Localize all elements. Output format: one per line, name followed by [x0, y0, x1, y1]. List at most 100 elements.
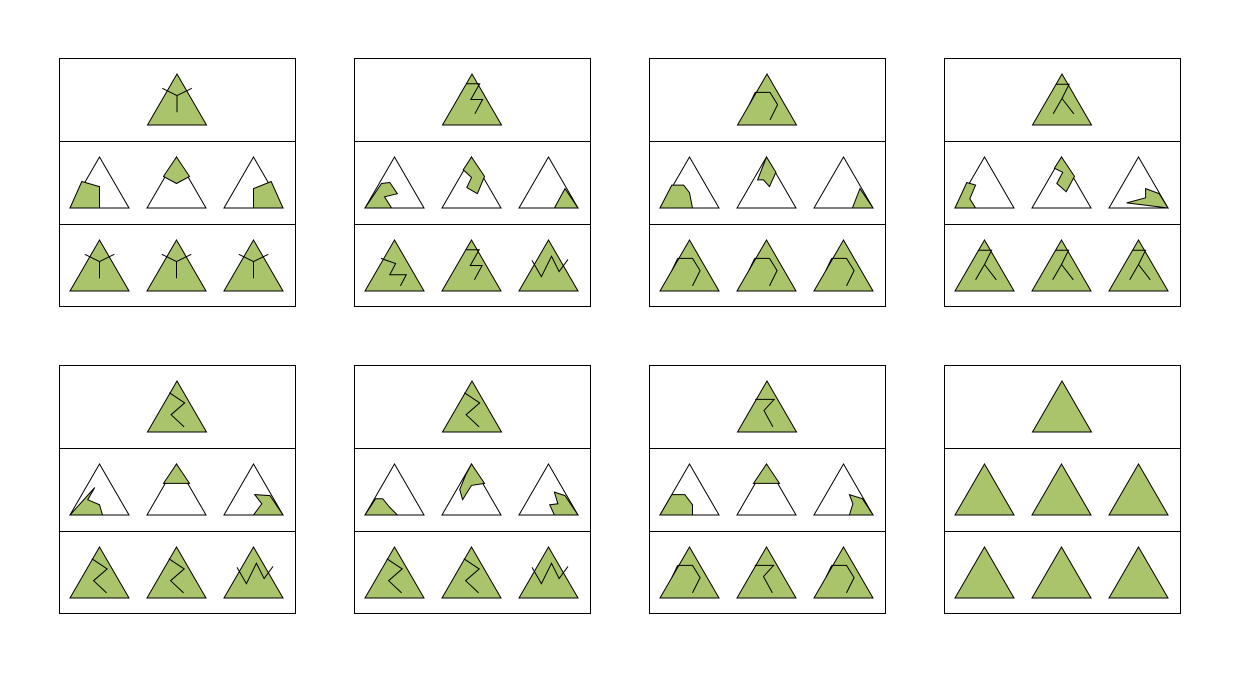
cut-line	[253, 253, 269, 263]
reference-triangle	[736, 380, 798, 433]
cut-line	[162, 87, 178, 97]
puzzle-panel	[354, 365, 591, 614]
puzzle-panel	[59, 58, 296, 307]
reference-triangle	[441, 380, 503, 433]
triangle-outline	[1108, 463, 1169, 516]
option-triangle	[146, 546, 207, 599]
piece-triangle	[736, 155, 797, 209]
cut-line	[748, 258, 756, 271]
triangle-outline	[441, 463, 502, 516]
option-triangle	[441, 546, 502, 599]
cut-line	[1052, 98, 1063, 115]
piece-triangle	[518, 156, 579, 209]
cut-line	[169, 392, 186, 428]
highlighted-piece	[1126, 187, 1169, 209]
highlighted-piece	[756, 155, 777, 188]
option-triangle	[69, 546, 130, 599]
puzzle-panel	[354, 58, 591, 307]
piece-triangle	[1031, 463, 1092, 516]
cut-line	[91, 558, 109, 594]
piece-triangle	[146, 156, 207, 209]
cut-line	[386, 558, 404, 594]
option-triangle	[1108, 239, 1169, 292]
cut-line	[755, 398, 776, 428]
option-triangle	[223, 239, 284, 292]
highlighted-piece	[954, 181, 977, 209]
piece-triangle	[364, 156, 425, 209]
puzzle-panel	[59, 365, 296, 614]
highlighted-piece	[848, 493, 874, 516]
option-triangle	[813, 546, 874, 599]
highlighted-piece	[364, 498, 399, 516]
cut-line	[531, 255, 569, 278]
cut-line	[238, 253, 254, 263]
cut-line	[978, 249, 993, 265]
puzzle-panel	[944, 58, 1181, 307]
cut-line	[825, 565, 833, 578]
cut-line	[1132, 249, 1147, 265]
reference-triangle	[1031, 380, 1093, 433]
cut-line	[464, 392, 481, 428]
triangle-shape	[736, 380, 798, 433]
triangle-shape	[736, 546, 797, 599]
piece-triangle	[736, 463, 797, 516]
triangle-outline	[1031, 463, 1092, 516]
piece-triangle	[223, 156, 284, 209]
cut-line	[1052, 264, 1062, 281]
highlighted-piece	[162, 463, 191, 484]
piece-triangle	[1031, 156, 1092, 209]
option-triangle	[1031, 546, 1092, 599]
cut-line	[1056, 83, 1070, 99]
piece-triangle	[441, 156, 502, 209]
cut-line	[831, 257, 855, 287]
option-triangle	[441, 239, 502, 292]
cut-line	[466, 83, 484, 115]
triangle-shape	[954, 546, 1015, 599]
option-triangle	[659, 239, 720, 292]
cut-line	[84, 253, 100, 263]
option-triangle	[954, 239, 1015, 292]
cut-line	[465, 249, 483, 281]
cut-line	[380, 257, 408, 287]
piece-triangle	[223, 463, 284, 516]
option-triangle	[364, 546, 425, 599]
cut-line	[168, 558, 186, 594]
highlighted-piece	[253, 180, 284, 209]
triangle-outline	[736, 463, 797, 516]
triangle-shape	[146, 380, 208, 433]
highlighted-piece	[68, 487, 104, 516]
triangle-shape	[146, 546, 207, 599]
highlighted-piece	[364, 181, 399, 209]
piece-triangle	[954, 156, 1015, 209]
triangle-shape	[954, 239, 1015, 292]
triangle-shape	[69, 546, 130, 599]
piece-triangle	[68, 463, 130, 516]
highlighted-piece	[459, 463, 486, 501]
cut-line	[176, 253, 192, 263]
highlighted-piece	[659, 494, 693, 516]
triangle-outline	[954, 463, 1015, 516]
option-triangle	[223, 546, 284, 599]
triangle-shape	[364, 546, 425, 599]
piece-triangle	[364, 463, 425, 516]
option-triangle	[659, 546, 720, 599]
option-triangle	[813, 239, 874, 292]
cut-line	[236, 562, 274, 585]
reference-triangle	[1031, 73, 1093, 126]
cut-line	[677, 257, 701, 287]
piece-triangle	[518, 463, 579, 516]
option-triangle	[518, 546, 579, 599]
triangle-shape	[441, 380, 503, 433]
cut-line	[1061, 264, 1074, 281]
cut-line	[99, 253, 115, 263]
option-triangle	[364, 239, 425, 292]
piece-triangle	[146, 463, 207, 516]
piece-triangle	[69, 156, 130, 209]
option-triangle	[736, 239, 797, 292]
piece-triangle	[659, 156, 720, 209]
cut-line	[531, 562, 569, 585]
highlighted-piece	[553, 187, 579, 209]
highlighted-piece	[548, 491, 579, 516]
highlighted-piece	[752, 463, 781, 484]
